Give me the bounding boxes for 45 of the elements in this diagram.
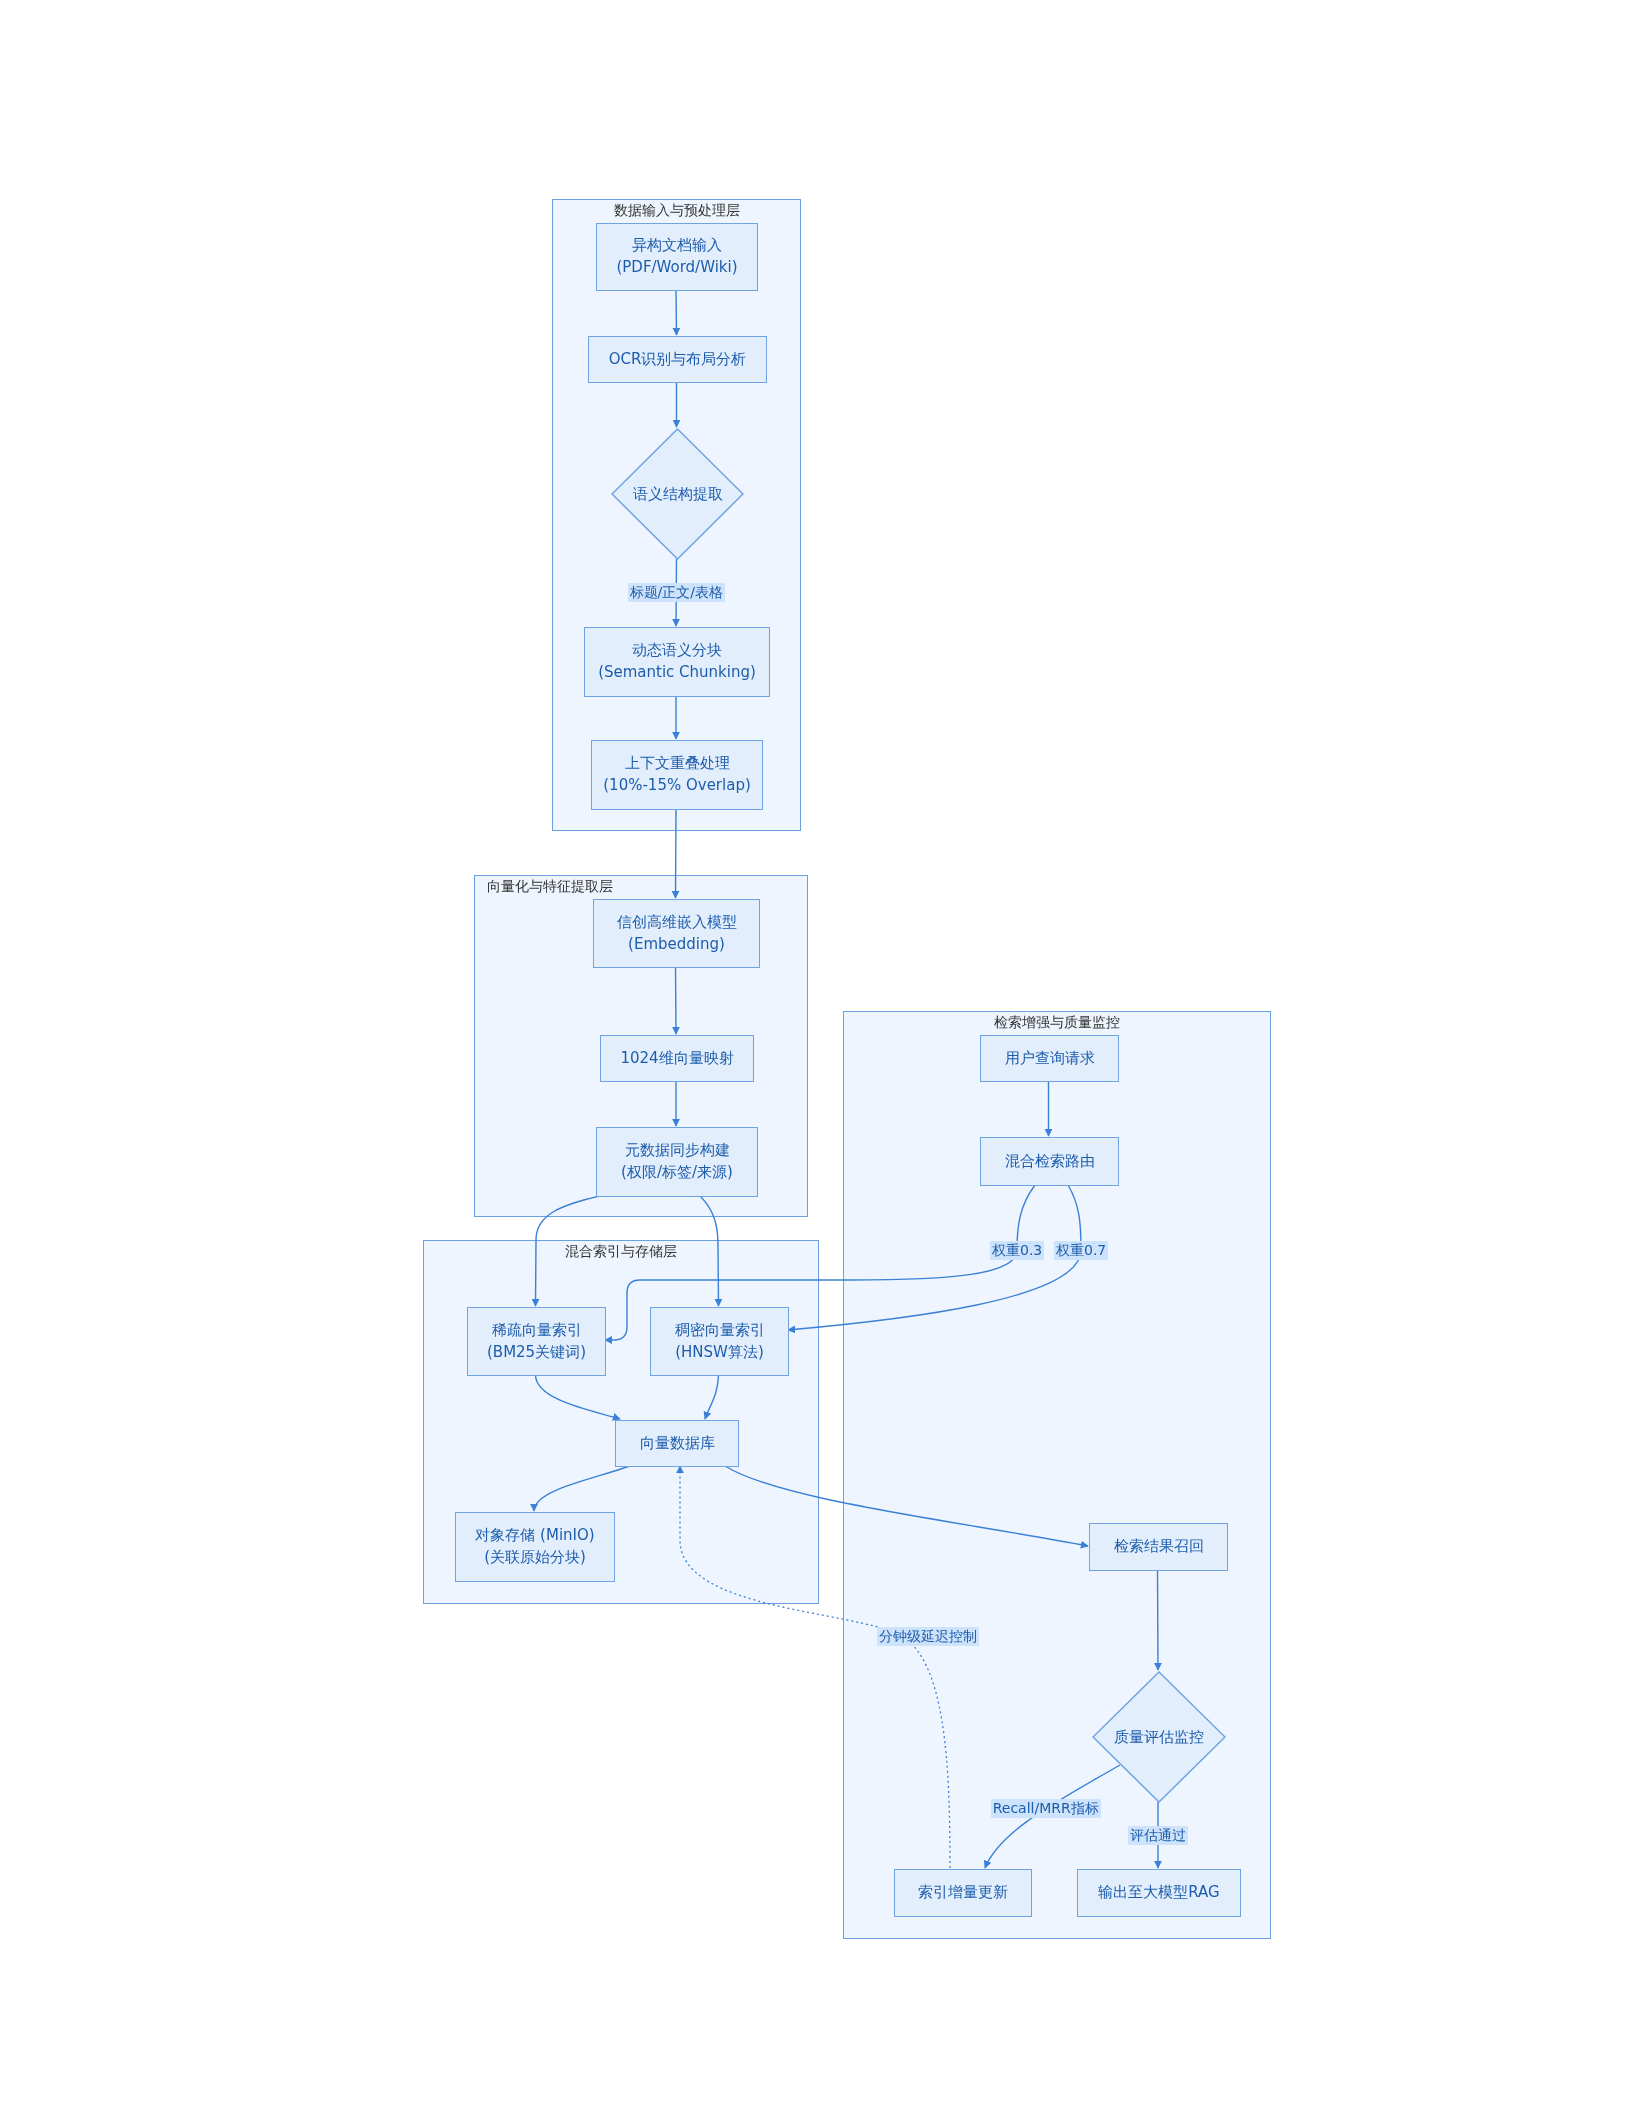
arrow [534, 1374, 621, 1421]
arrow [531, 1465, 631, 1512]
diamond-label: 质量评估监控 [1114, 1727, 1204, 1747]
process-box: 索引增量更新 [894, 1869, 1032, 1917]
process-box: 稀疏向量索引 (BM25关键词) [467, 1307, 606, 1376]
process-box: 混合检索路由 [980, 1137, 1119, 1186]
process-box: OCR识别与布局分析 [588, 336, 767, 383]
arrow [672, 695, 680, 740]
arrow [672, 1080, 680, 1127]
group-title: 向量化与特征提取层 [487, 878, 613, 894]
process-box: 向量数据库 [615, 1420, 739, 1467]
arrow [787, 1184, 1082, 1334]
group-panel [552, 199, 801, 831]
process-box: 用户查询请求 [980, 1035, 1119, 1082]
arrow [703, 1374, 720, 1420]
group-title: 混合索引与存储层 [565, 1243, 677, 1259]
group-title: 数据输入与预处理层 [613, 202, 740, 218]
arrow [671, 808, 680, 899]
process-box: 上下文重叠处理 (10%-15% Overlap) [591, 740, 763, 810]
dotted-arrow [676, 1465, 951, 1869]
arrow [1153, 1569, 1162, 1671]
arrow [699, 1195, 723, 1307]
diamond-label: 语义结构提取 [632, 484, 723, 504]
process-box: 稠密向量索引 (HNSW算法) [650, 1307, 789, 1376]
process-box: 对象存储 (MinIO) (关联原始分块) [455, 1512, 615, 1582]
process-box: 1024维向量映射 [600, 1035, 754, 1082]
arrow [672, 289, 681, 336]
arrow [672, 381, 681, 428]
process-box: 检索结果召回 [1089, 1523, 1228, 1571]
process-box: 信创高维嵌入模型 (Embedding) [593, 899, 760, 968]
group-title: 检索增强与质量监控 [994, 1014, 1120, 1030]
arrow [671, 966, 680, 1035]
arrow [724, 1465, 1089, 1549]
process-box: 动态语义分块 (Semantic Chunking) [584, 627, 770, 697]
arrow [604, 1184, 1036, 1344]
edge-label: Recall/MRR指标 [990, 1799, 1101, 1819]
process-box: 异构文档输入 (PDF/Word/Wiki) [596, 223, 758, 291]
process-box: 元数据同步构建 (权限/标签/来源) [596, 1127, 758, 1197]
edge-label: 权重0.3 [990, 1240, 1045, 1260]
group-panel [423, 1240, 819, 1604]
process-box: 输出至大模型RAG [1077, 1869, 1241, 1917]
edge-label: 权重0.7 [1054, 1240, 1109, 1260]
group-panel [474, 875, 808, 1217]
group-panel [843, 1011, 1271, 1939]
arrow [1044, 1080, 1053, 1137]
